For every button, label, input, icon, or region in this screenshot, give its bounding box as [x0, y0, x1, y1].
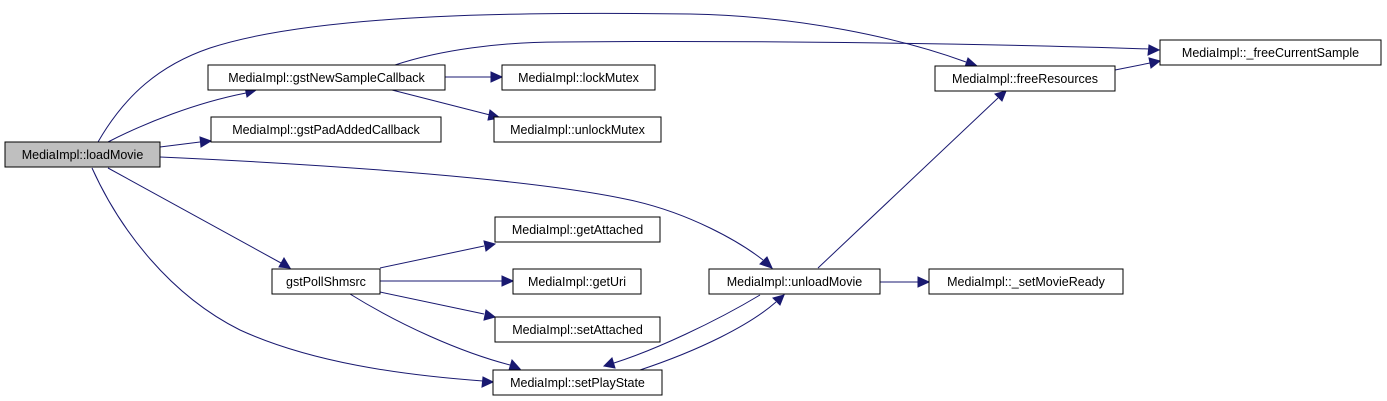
edge-arrow	[508, 358, 522, 371]
node-setmovieready[interactable]: MediaImpl::_setMovieReady	[928, 268, 1124, 295]
node-label: MediaImpl::_setMovieReady	[947, 275, 1105, 289]
node-label: MediaImpl::freeResources	[952, 72, 1098, 86]
node-lockmutex[interactable]: MediaImpl::lockMutex	[501, 64, 656, 91]
node-freecurrentsample[interactable]: MediaImpl::_freeCurrentSample	[1159, 39, 1382, 66]
node-label: MediaImpl::loadMovie	[22, 148, 144, 162]
node-label: MediaImpl::_freeCurrentSample	[1182, 46, 1359, 60]
edge-arrow	[759, 256, 773, 269]
node-gstpollshmsrc[interactable]: gstPollShmsrc	[271, 268, 381, 295]
edge-unloadmovie-to-setplaystate	[613, 294, 761, 364]
node-geturi[interactable]: MediaImpl::getUri	[512, 268, 642, 295]
node-label: MediaImpl::setAttached	[512, 323, 643, 337]
node-label: gstPollShmsrc	[286, 275, 366, 289]
edge-arrow	[483, 309, 497, 321]
edge-loadmovie-to-freeresources	[97, 12, 967, 143]
edge-arrow	[772, 294, 785, 306]
edge-arrow	[481, 376, 495, 388]
edge-setplaystate-to-unloadmovie	[639, 301, 777, 371]
nodes: MediaImpl::loadMovie MediaImpl::gstNewSa…	[4, 39, 1382, 396]
edge-gstpollshmsrc-to-getattached	[379, 245, 485, 269]
node-label: MediaImpl::unloadMovie	[727, 275, 863, 289]
node-unloadmovie[interactable]: MediaImpl::unloadMovie	[708, 268, 881, 295]
edge-loadmovie-to-gstpadaddedcallback	[159, 141, 201, 148]
edge-arrow	[501, 275, 515, 287]
node-loadmovie[interactable]: MediaImpl::loadMovie	[4, 141, 161, 168]
edge-arrow	[278, 257, 291, 269]
node-label: MediaImpl::unlockMutex	[510, 123, 646, 137]
node-getattached[interactable]: MediaImpl::getAttached	[494, 216, 661, 243]
node-label: MediaImpl::gstNewSampleCallback	[228, 71, 425, 85]
edge-loadmovie-to-gstpollshmsrc	[107, 167, 282, 264]
edge-arrow	[602, 357, 616, 369]
node-setplaystate[interactable]: MediaImpl::setPlayState	[492, 369, 663, 396]
node-setattached[interactable]: MediaImpl::setAttached	[494, 316, 661, 343]
node-freeresources[interactable]: MediaImpl::freeResources	[934, 65, 1116, 92]
node-label: MediaImpl::gstPadAddedCallback	[232, 123, 420, 137]
edge-arrow	[490, 71, 504, 83]
edge-arrow	[1148, 57, 1162, 69]
node-gstpadaddedcallback[interactable]: MediaImpl::gstPadAddedCallback	[210, 116, 442, 143]
edge-gstnewsamplecallback-to-unlockmutex	[391, 89, 491, 116]
edge-arrow	[994, 90, 1007, 102]
edge-gstpollshmsrc-to-setattached	[379, 291, 485, 315]
edge-loadmovie-to-setplaystate	[91, 167, 484, 382]
node-label: MediaImpl::lockMutex	[518, 71, 640, 85]
edge-loadmovie-to-gstnewsamplecallback	[107, 92, 247, 143]
edge-freeresources-to-freecurrentsample	[1114, 62, 1151, 71]
edge-arrow	[917, 276, 931, 288]
node-gstnewsamplecallback[interactable]: MediaImpl::gstNewSampleCallback	[207, 64, 446, 91]
edge-unloadmovie-to-freeresources	[817, 97, 999, 269]
node-label: MediaImpl::getAttached	[512, 223, 643, 237]
edge-arrow	[199, 136, 213, 148]
edge-loadmovie-to-unloadmovie	[159, 156, 764, 261]
edge-gstpollshmsrc-to-setplaystate	[349, 293, 511, 366]
edge-arrow	[1147, 44, 1161, 56]
node-label: MediaImpl::getUri	[528, 275, 626, 289]
edge-arrow	[483, 240, 497, 252]
node-unlockmutex[interactable]: MediaImpl::unlockMutex	[493, 116, 662, 143]
node-label: MediaImpl::setPlayState	[510, 376, 645, 390]
edge-gstnewsamplecallback-to-freecurrentsample	[394, 40, 1150, 66]
edges	[91, 12, 1162, 388]
